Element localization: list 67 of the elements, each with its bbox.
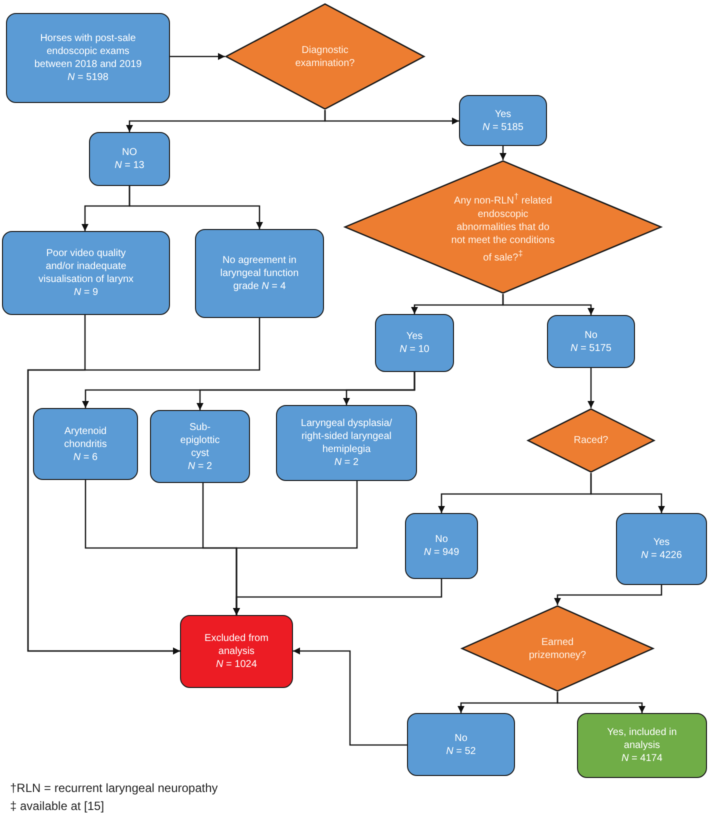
process-box <box>6 13 170 103</box>
node-label: No agreement in laryngeal function grade N = 4 <box>219 254 300 293</box>
process-box <box>150 410 250 483</box>
node-label: Excluded from analysis <box>204 632 270 658</box>
node-label: N = 52 <box>446 744 476 758</box>
node-label: No <box>435 533 448 546</box>
node-label: Any non-RLN$^{†}$ related endoscopic abnormalities that do not meet the conditions of sale?$^{‡}$ <box>450 190 556 264</box>
node-label: N = 5185 <box>482 120 524 134</box>
process-box <box>89 132 170 186</box>
arrow <box>324 110 459 124</box>
node-label: Poor video quality and/or inadequate visualisation of larynx <box>37 247 135 286</box>
arrow <box>170 53 225 60</box>
outcome-box <box>577 713 707 778</box>
arrow <box>554 585 662 605</box>
node-label: Yes <box>406 330 423 343</box>
process-box <box>33 408 138 480</box>
node-label: Yes <box>653 536 670 549</box>
arrow <box>590 473 665 513</box>
node-label: Yes <box>494 108 512 120</box>
node-label: No <box>454 732 468 744</box>
decision-diamond <box>344 160 662 294</box>
process-box <box>407 713 515 776</box>
node-label: N = 949 <box>424 546 460 559</box>
node-label: Horses with post-sale endoscopic exams between 2018 and 2019 <box>33 32 143 71</box>
process-box <box>375 314 454 372</box>
decision-diamond <box>527 408 655 473</box>
process-box <box>459 95 547 146</box>
node-label: Earned prizemoney? <box>528 636 588 662</box>
footnote: †RLN = recurrent laryngeal neuropathy <box>10 781 218 796</box>
decision-diamond <box>461 605 654 692</box>
arrow <box>588 368 594 408</box>
node-label: Laryngeal dysplasia/ right-sided laryngeal hemiplegia <box>300 417 394 456</box>
arrow <box>502 294 594 315</box>
node-label: N = 4174 <box>622 752 662 765</box>
node-label: N = 5175 <box>570 342 612 354</box>
node-label: NO <box>122 146 137 159</box>
node-label: N = 6 <box>73 450 98 464</box>
node-label: N = 4226 <box>641 549 682 562</box>
node-label: N = 2 <box>334 456 359 469</box>
node-label: N = 5198 <box>68 71 108 84</box>
arrow <box>233 579 442 615</box>
arrow <box>293 648 407 746</box>
arrow <box>500 146 506 160</box>
node-label: N = 9 <box>74 286 98 299</box>
process-box <box>2 231 170 315</box>
node-label: Raced? <box>574 434 608 447</box>
arrow <box>128 186 263 229</box>
arrow <box>556 692 646 713</box>
node-label: Yes, included in analysis <box>606 726 678 752</box>
node-label: N = 13 <box>114 159 144 172</box>
node-label: N = 1024 <box>216 658 257 671</box>
node-label: Sub-epiglottic cyst <box>179 420 221 460</box>
process-box <box>616 513 707 585</box>
node-label: N = 2 <box>188 460 212 472</box>
node-label: N = 10 <box>400 343 430 356</box>
process-box <box>405 513 478 579</box>
footnote: ‡ available at [15] <box>10 799 104 814</box>
process-box <box>547 315 635 368</box>
arrow <box>343 372 416 405</box>
process-box <box>276 405 417 481</box>
node-label: No <box>584 328 598 342</box>
node-label: Diagnostic examination? <box>294 44 356 70</box>
decision-diamond <box>225 3 425 110</box>
arrow <box>27 318 260 654</box>
exclusion-box <box>180 615 293 688</box>
process-box <box>195 229 324 318</box>
node-label: Arytenoid chondritis <box>63 424 108 450</box>
